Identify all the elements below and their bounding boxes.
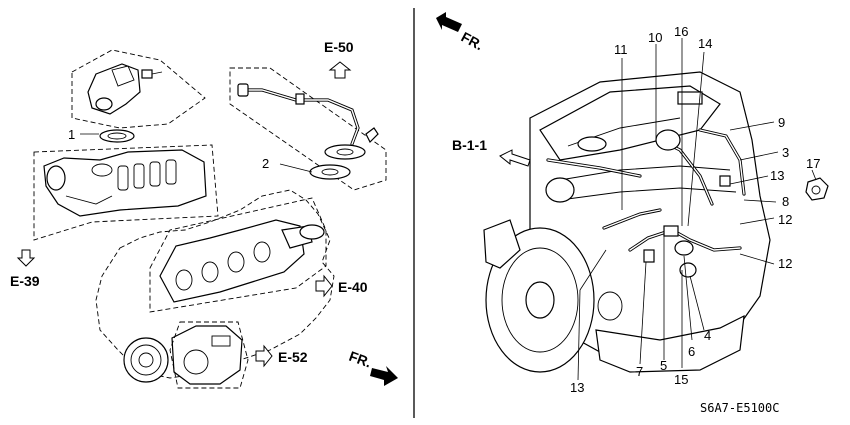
water-pump [171,325,243,385]
oil-filler-cap [577,136,607,152]
ref-e40[interactable]: E-40 [338,279,368,295]
callout-16: 16 [674,24,688,39]
down-arrow-icon [16,249,36,267]
vacuum-check-valve [643,249,655,263]
egr-pipe-gasket [309,164,351,180]
callout-2: 2 [262,156,269,171]
callout-3: 3 [782,145,789,160]
callout-17: 17 [806,156,820,171]
intake-manifold-box [33,144,219,241]
egr-gasket [99,129,135,143]
hose-joint [663,225,679,237]
callout-8: 8 [782,194,789,209]
ref-e50[interactable]: E-50 [324,39,354,55]
callout-10: 10 [648,30,662,45]
front-label-left: FR. [347,348,374,371]
ref-e39[interactable]: E-39 [10,273,40,289]
right-engine-view: FR. [436,12,829,415]
egr-pipe-box [229,67,387,191]
front-arrow-icon [370,366,398,386]
sensor-17 [805,177,829,201]
drawing-code: S6A7-E5100C [700,401,779,415]
exhaust-manifold [159,219,305,303]
callout-12: 12 [778,256,792,271]
callout-15: 15 [674,372,688,387]
pulley [123,337,169,383]
egr-pipe-flange [324,144,366,160]
ref-e52[interactable]: E-52 [278,349,308,365]
callout-14: 14 [698,36,712,51]
connector [679,262,697,278]
callout-7: 7 [636,364,643,379]
right-arrow-icon [255,344,273,368]
callout-5: 5 [660,358,667,373]
water-pump-box [169,321,249,389]
callout-11: 11 [614,42,628,57]
callout-13: 13 [770,168,784,183]
callout-4: 4 [704,328,711,343]
egr-valve [87,63,141,115]
callout-12: 12 [778,212,792,227]
intake-port [545,177,575,203]
egr-pipe-clip [295,93,305,105]
front-arrow-icon [436,12,462,32]
right-arrow-icon [315,274,333,298]
egr-bolt [141,69,153,79]
intake-manifold [43,149,207,217]
left-arrow-icon [499,149,531,167]
egr-valve-cap [111,65,135,87]
left-exploded-view: 1 2 E-50 E-39 E-40 E-52 FR. [10,39,398,389]
egr-valve-port [95,97,113,111]
ref-b11[interactable]: B-1-1 [452,137,487,153]
callout-6: 6 [688,344,695,359]
egr-pipe-bolt [365,127,379,144]
exhaust-manifold-box [149,197,327,313]
front-label-right: FR. [459,29,486,54]
clip [719,175,731,187]
egr-valve-box [71,49,206,129]
cover-label [677,91,703,105]
flywheel-hub [525,281,555,319]
egr-pipe-nut [237,83,249,97]
callout-9: 9 [778,115,785,130]
throttle-body [46,165,66,191]
housing-flange [483,219,521,269]
callout-13: 13 [570,380,584,395]
tee-joint [674,240,694,256]
oil-pan [595,314,745,373]
egr-solenoid [655,129,681,151]
up-arrow-icon [328,61,352,79]
callout-1: 1 [68,127,75,142]
